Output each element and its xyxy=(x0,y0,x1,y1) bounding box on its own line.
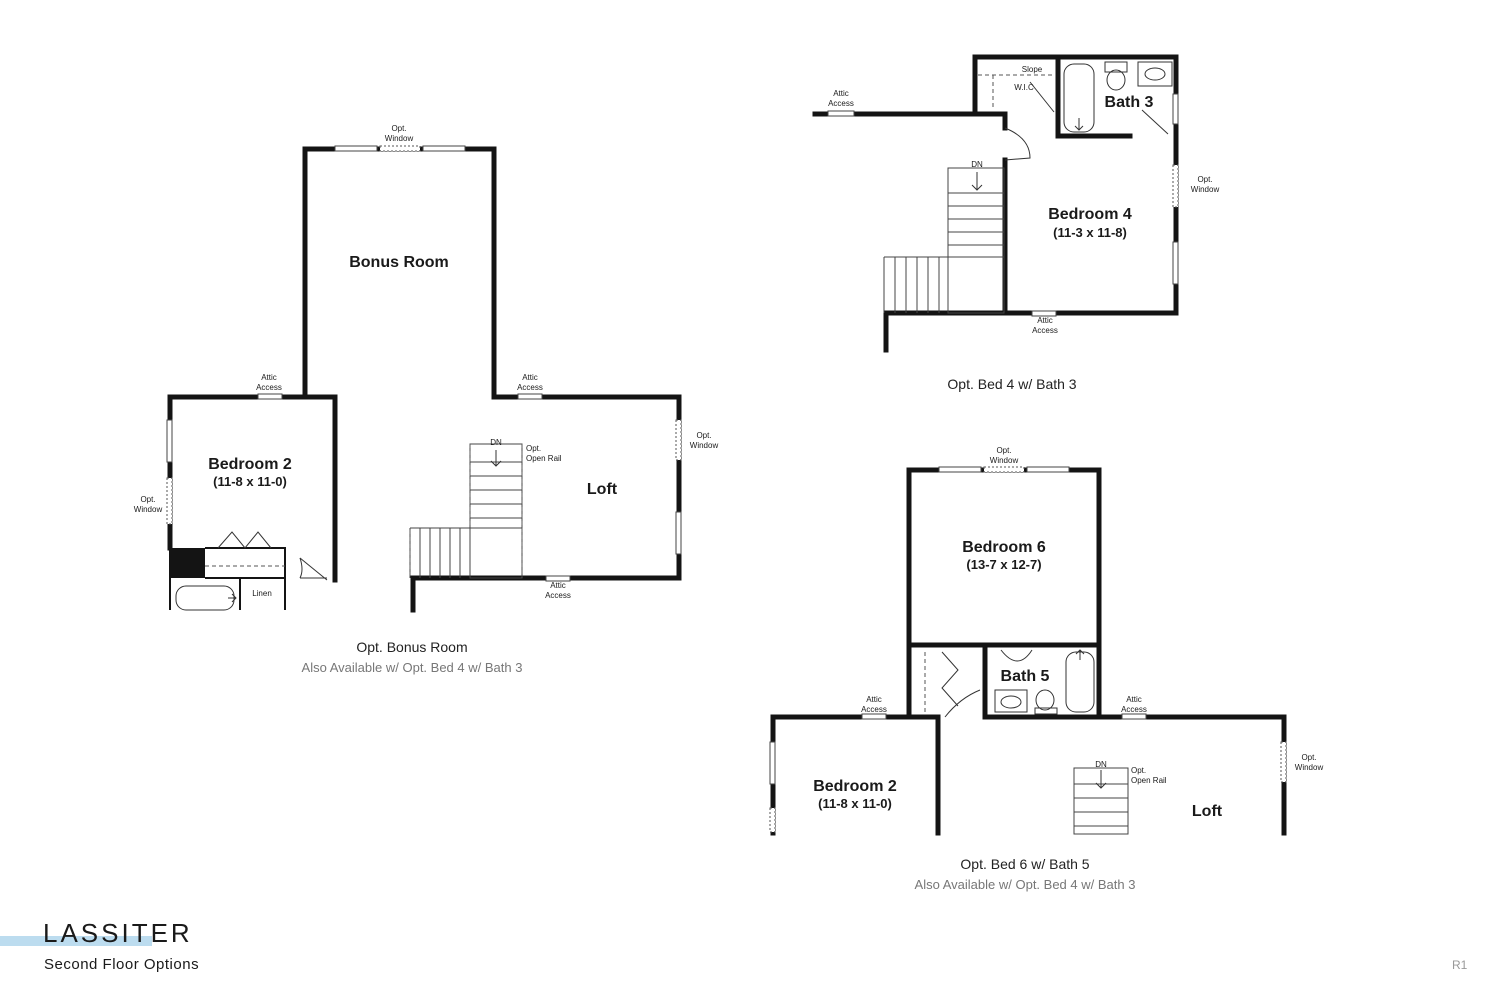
loft-b-walls xyxy=(982,714,1287,836)
room-bedroom-4-dims: (11-3 x 11-8) xyxy=(1053,225,1127,240)
closet-bifold-door xyxy=(217,531,272,549)
svg-text:Opt.: Opt. xyxy=(1301,753,1316,762)
svg-text:Access: Access xyxy=(828,99,854,108)
svg-text:Access: Access xyxy=(1121,705,1147,714)
chase-block xyxy=(170,548,205,578)
brand-subtitle: Second Floor Options xyxy=(44,956,200,973)
plan-bonus-room: Opt. Window Attic Access Attic Access At… xyxy=(134,124,719,675)
svg-text:Opt.: Opt. xyxy=(140,495,155,504)
svg-text:Access: Access xyxy=(861,705,887,714)
svg-text:Access: Access xyxy=(256,383,282,392)
bedroom2-b-walls xyxy=(770,714,941,836)
stairs-dn-3 xyxy=(1073,767,1129,835)
loft-walls xyxy=(410,394,682,613)
bath3-walls xyxy=(1055,54,1133,139)
svg-text:Opt.: Opt. xyxy=(526,444,541,453)
subcaption-bed6: Also Available w/ Opt. Bed 4 w/ Bath 3 xyxy=(915,877,1136,892)
room-bedroom-2: Bedroom 2 xyxy=(208,456,292,473)
svg-text:Linen: Linen xyxy=(252,589,272,598)
svg-text:Access: Access xyxy=(517,383,543,392)
svg-text:DN: DN xyxy=(490,438,502,447)
svg-text:Window: Window xyxy=(385,134,414,143)
caption-bed4: Opt. Bed 4 w/ Bath 3 xyxy=(947,376,1076,392)
room-bath-3: Bath 3 xyxy=(1105,94,1154,111)
room-bedroom-2-b: Bedroom 2 xyxy=(813,778,897,795)
room-bedroom-2-dims: (11-8 x 11-0) xyxy=(213,474,287,489)
attic-access-marker xyxy=(257,393,283,400)
svg-text:Window: Window xyxy=(1295,763,1324,772)
revision-label: R1 xyxy=(1452,958,1468,972)
svg-text:Slope: Slope xyxy=(1022,65,1043,74)
room-loft-b: Loft xyxy=(1192,803,1223,820)
room-bonus-room: Bonus Room xyxy=(349,254,449,271)
bedroom4-door xyxy=(1004,127,1031,161)
svg-text:Opt.: Opt. xyxy=(1131,766,1146,775)
room-loft: Loft xyxy=(587,481,618,498)
room-bedroom-6-dims: (13-7 x 12-7) xyxy=(966,557,1041,572)
svg-text:Attic: Attic xyxy=(1126,695,1142,704)
brand-name: LASSITER xyxy=(43,918,193,948)
room-bedroom-2-b-dims: (11-8 x 11-0) xyxy=(818,796,892,811)
svg-text:Attic: Attic xyxy=(261,373,277,382)
svg-text:Access: Access xyxy=(1032,326,1058,335)
svg-text:Open Rail: Open Rail xyxy=(1131,776,1167,785)
svg-text:W.I.C: W.I.C xyxy=(1014,83,1034,92)
caption-bed6: Opt. Bed 6 w/ Bath 5 xyxy=(960,856,1089,872)
stairs-dn-2 xyxy=(883,167,1005,314)
svg-text:Attic: Attic xyxy=(522,373,538,382)
svg-text:Attic: Attic xyxy=(866,695,882,704)
svg-text:Window: Window xyxy=(1191,185,1220,194)
svg-text:Attic: Attic xyxy=(1037,316,1053,325)
svg-text:Window: Window xyxy=(134,505,163,514)
svg-text:Window: Window xyxy=(990,456,1019,465)
subcaption-bonus-room: Also Available w/ Opt. Bed 4 w/ Bath 3 xyxy=(302,660,523,675)
plan-bed4-bath3: Attic Access Attic Access Opt. Window DN… xyxy=(812,54,1220,392)
svg-text:Open Rail: Open Rail xyxy=(526,454,562,463)
svg-text:Window: Window xyxy=(690,441,719,450)
svg-text:Attic: Attic xyxy=(833,89,849,98)
svg-text:Attic: Attic xyxy=(550,581,566,590)
svg-text:Opt.: Opt. xyxy=(996,446,1011,455)
room-bedroom-4: Bedroom 4 xyxy=(1048,206,1132,223)
svg-text:Opt.: Opt. xyxy=(391,124,406,133)
svg-text:Opt.: Opt. xyxy=(1197,175,1212,184)
svg-text:Opt.: Opt. xyxy=(696,431,711,440)
bath3-tub xyxy=(1063,63,1095,133)
opt-window-top xyxy=(379,145,421,152)
svg-text:DN: DN xyxy=(971,160,983,169)
bath5-tub xyxy=(1065,651,1095,713)
room-bedroom-6: Bedroom 6 xyxy=(962,539,1046,556)
caption-bonus-room: Opt. Bonus Room xyxy=(356,639,467,655)
bonus-room-walls xyxy=(302,146,497,400)
brand-accent-bar xyxy=(0,936,152,946)
svg-text:DN: DN xyxy=(1095,760,1107,769)
svg-text:Access: Access xyxy=(545,591,571,600)
room-bath-5: Bath 5 xyxy=(1001,668,1050,685)
stairs-dn xyxy=(409,443,523,579)
plan-bed6-bath5: Opt. Window Attic Access Attic Access Op… xyxy=(769,446,1324,892)
bathtub xyxy=(175,585,235,611)
